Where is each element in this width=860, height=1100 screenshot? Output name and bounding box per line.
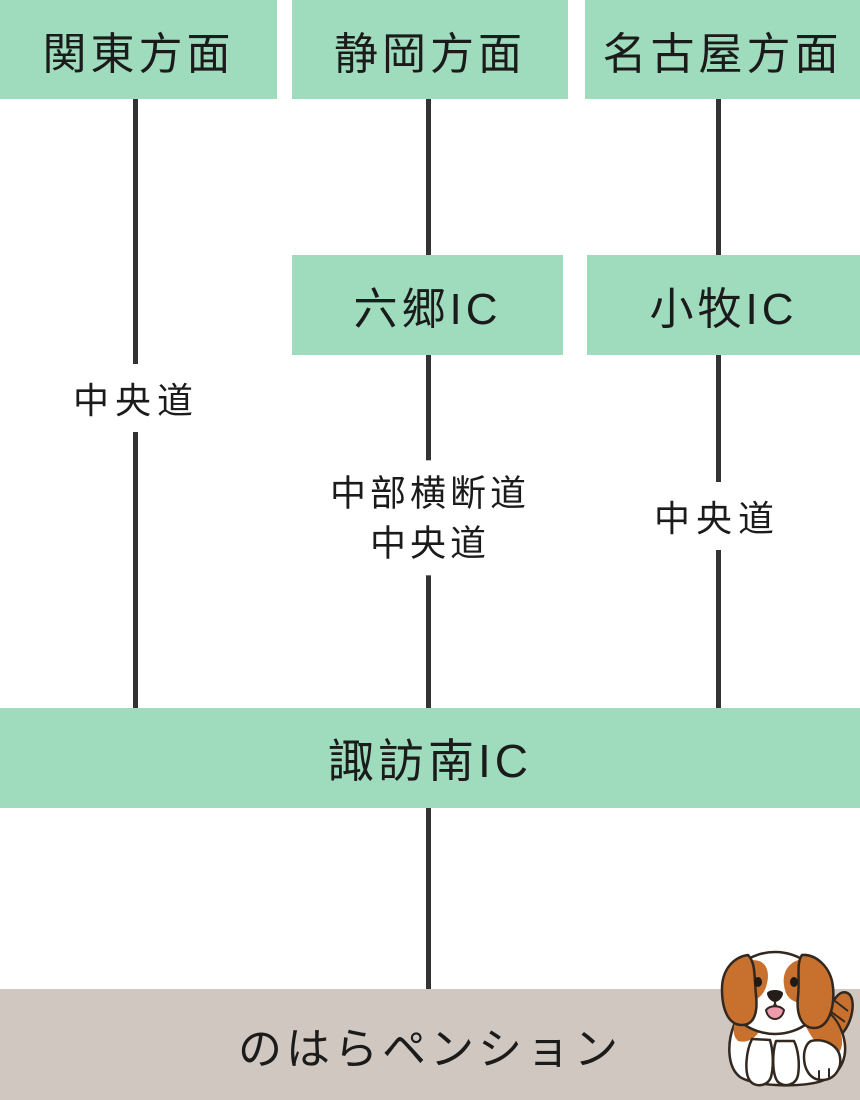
ic-label: 諏訪南IC — [328, 735, 532, 787]
connector-junction-to-destination — [426, 808, 431, 989]
connector-nagoya-upper — [716, 99, 721, 255]
destination-label: のはらペンション — [238, 1024, 622, 1074]
ic-box-suwaminami: 諏訪南IC — [0, 708, 860, 808]
road-label-nagoya: 中央道 — [647, 482, 787, 550]
ic-box-rokugo: 六郷IC — [292, 255, 563, 355]
road-label-shizuoka: 中部横断道 中央道 — [323, 460, 537, 576]
origin-box-nagoya: 名古屋方面 — [585, 0, 860, 99]
road-name: 中部横断道 — [329, 472, 531, 514]
road-name: 中央道 — [653, 498, 781, 539]
destination-band: のはらペンション — [0, 989, 860, 1100]
origin-box-kanto: 関東方面 — [0, 0, 277, 99]
road-label-kanto: 中央道 — [66, 364, 206, 432]
ic-label: 六郷IC — [353, 285, 502, 334]
origin-label: 名古屋方面 — [602, 29, 843, 79]
ic-box-komaki: 小牧IC — [587, 255, 860, 355]
road-name: 中央道 — [369, 522, 491, 563]
connector-shizuoka-upper — [426, 99, 431, 255]
ic-label: 小牧IC — [649, 285, 798, 334]
origin-label: 静岡方面 — [334, 29, 526, 79]
origin-box-shizuoka: 静岡方面 — [292, 0, 568, 99]
road-name: 中央道 — [72, 380, 200, 421]
puppy-dog-icon — [720, 950, 854, 1087]
origin-label: 関東方面 — [42, 29, 235, 79]
